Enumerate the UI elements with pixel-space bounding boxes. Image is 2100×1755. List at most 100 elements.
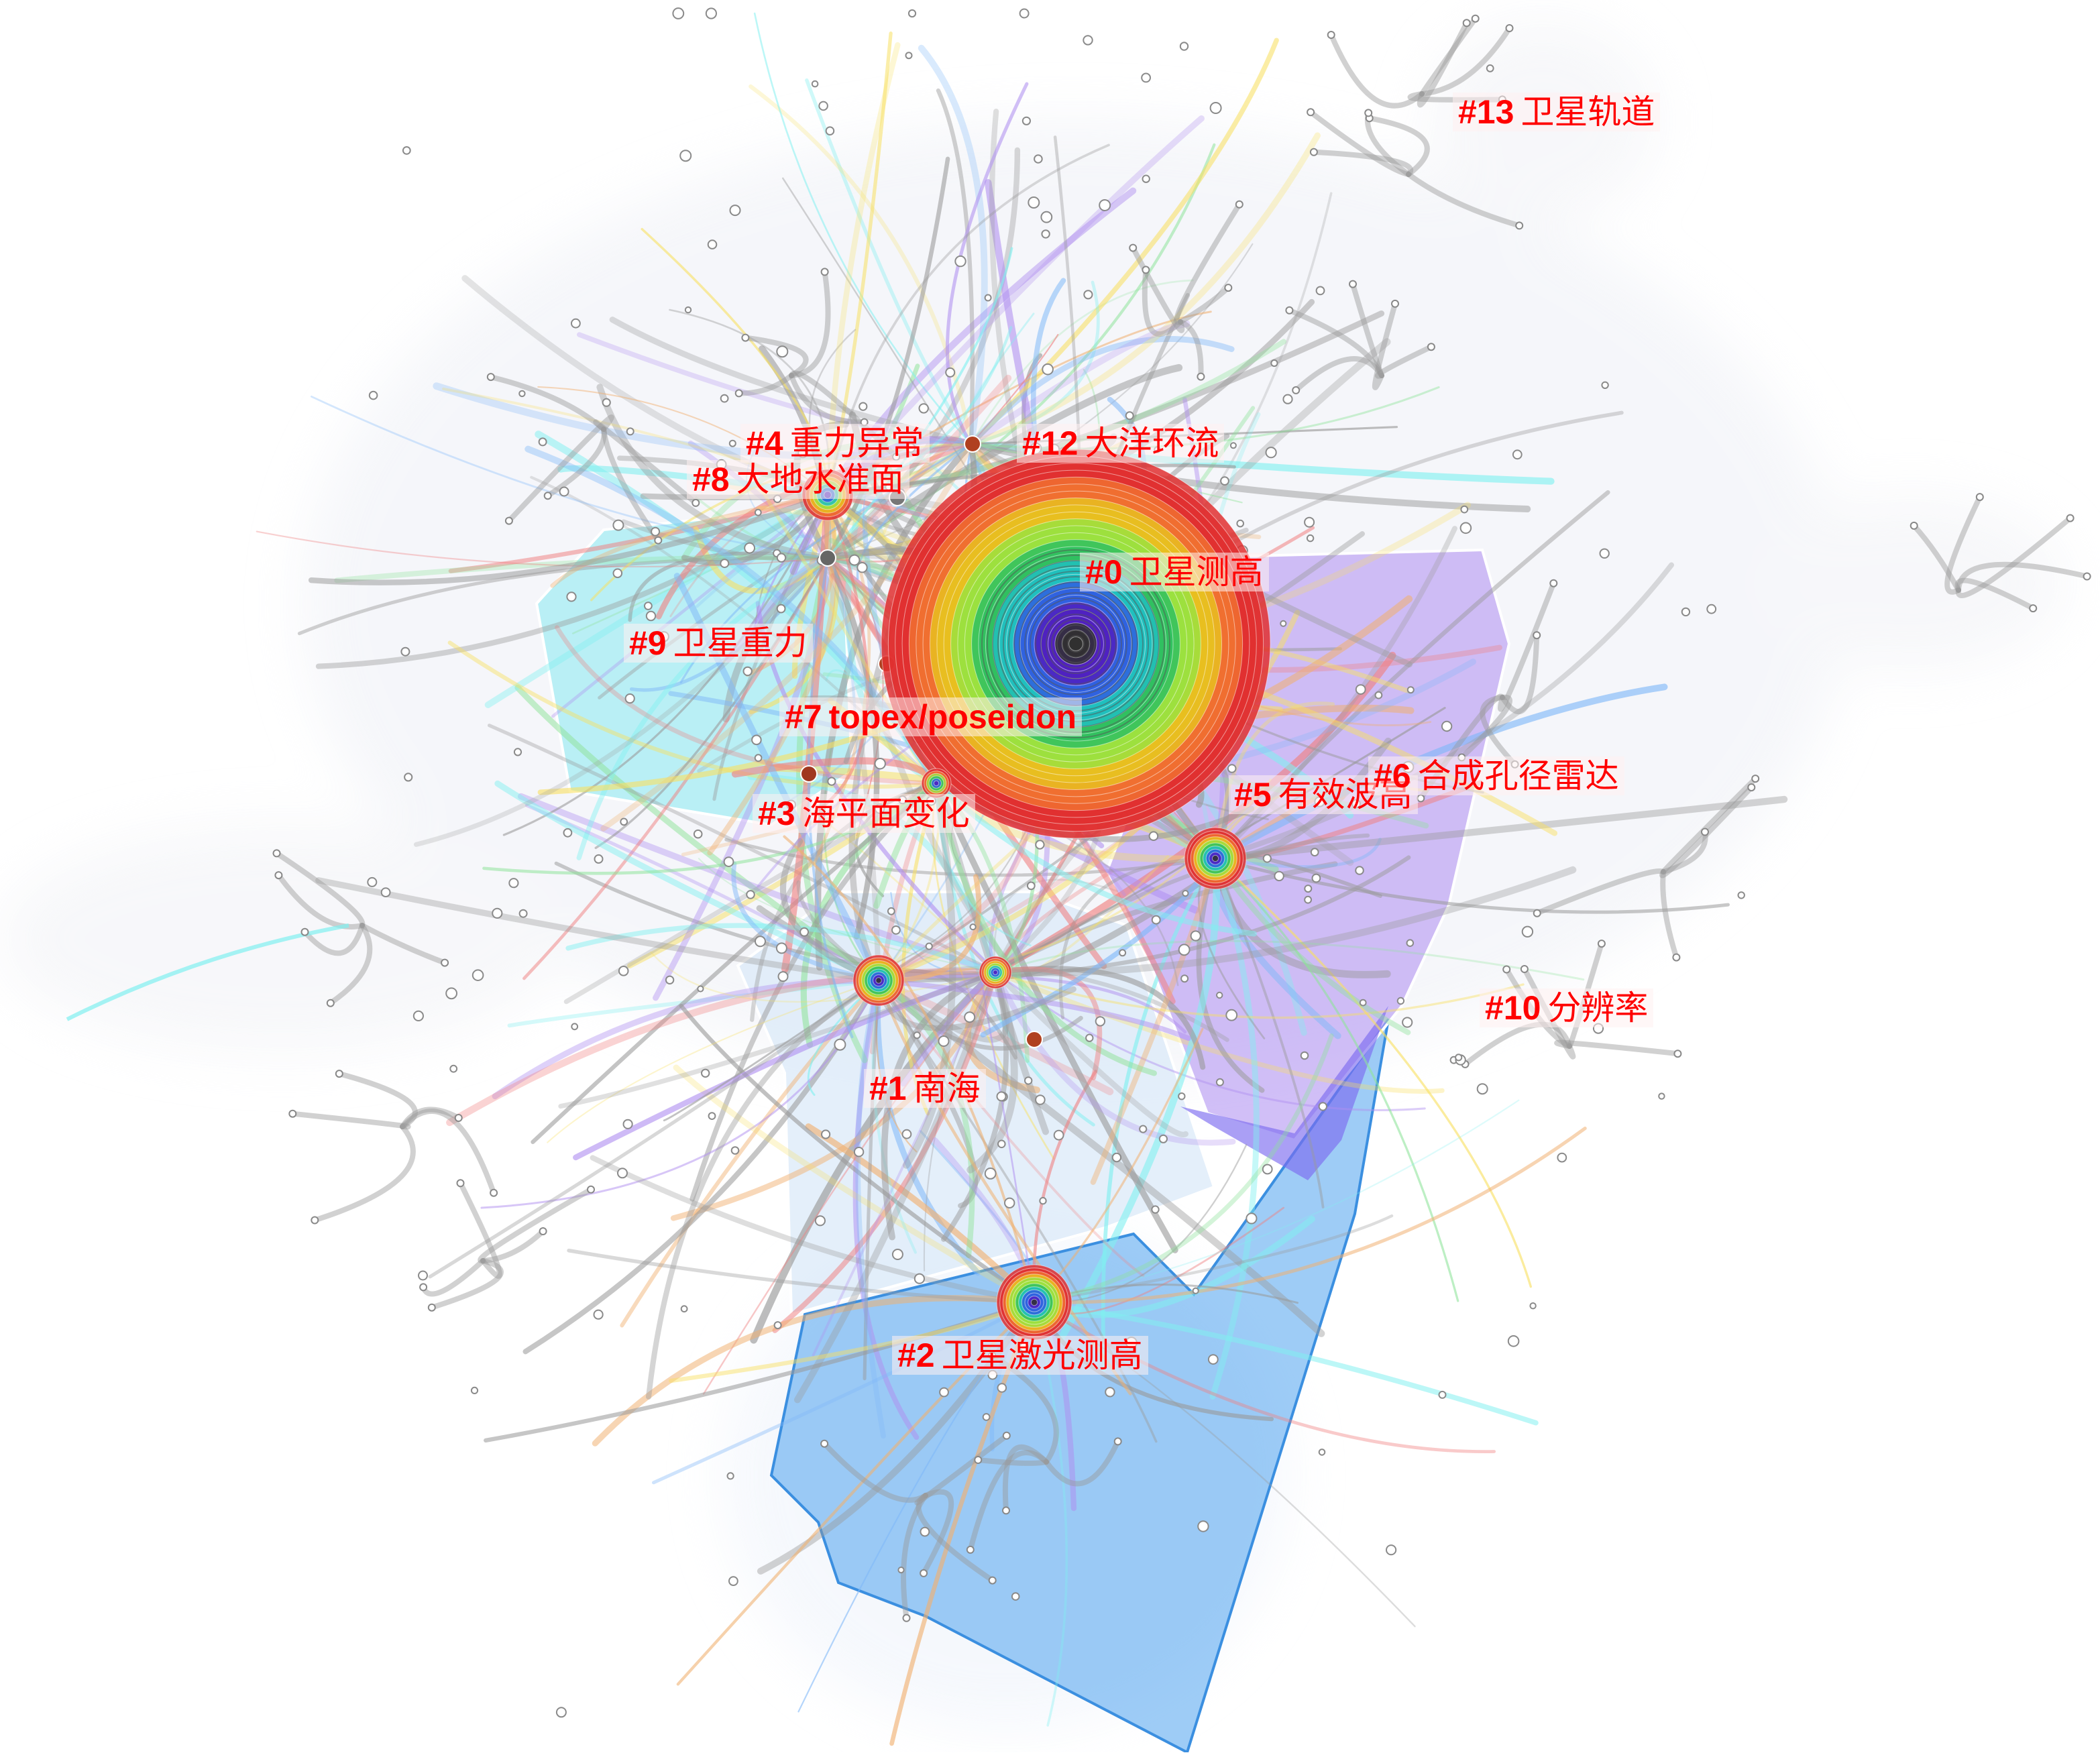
node	[920, 1526, 930, 1537]
node	[651, 526, 661, 536]
node	[539, 1227, 547, 1235]
node	[819, 549, 836, 567]
edge	[315, 877, 882, 984]
node	[1737, 891, 1745, 899]
motif-edge	[327, 923, 373, 1006]
hub-ring-cluster-2	[1030, 1298, 1038, 1306]
motif-edge	[1480, 695, 1518, 767]
node	[684, 306, 692, 314]
node	[1476, 1083, 1488, 1095]
node	[404, 773, 413, 782]
node	[1557, 1152, 1567, 1163]
motif-edge	[506, 414, 614, 524]
node	[1180, 974, 1189, 983]
node	[914, 1273, 926, 1284]
node	[939, 1387, 949, 1398]
edge	[945, 82, 1029, 446]
node	[1105, 1387, 1115, 1398]
node	[1041, 229, 1050, 239]
hub-core-ring	[1062, 630, 1090, 658]
edge	[297, 556, 830, 636]
node	[672, 7, 685, 19]
node	[1235, 200, 1244, 209]
node	[412, 1010, 425, 1022]
node	[945, 367, 956, 378]
node	[1139, 1125, 1148, 1133]
motif-edge	[1956, 561, 2090, 593]
node	[400, 646, 410, 657]
node	[486, 373, 495, 382]
node	[1192, 1287, 1199, 1294]
motif-edge	[1178, 319, 1204, 380]
node	[964, 435, 981, 453]
node	[1095, 1016, 1106, 1027]
node	[311, 1216, 319, 1225]
node	[814, 1215, 826, 1227]
node	[441, 958, 449, 967]
node	[1681, 607, 1691, 617]
edge	[447, 640, 939, 789]
node	[1438, 1390, 1447, 1399]
node	[1125, 411, 1134, 420]
edge	[663, 979, 880, 1122]
node	[1209, 102, 1222, 114]
node	[538, 437, 547, 447]
node	[490, 1188, 498, 1197]
node	[1262, 1164, 1273, 1175]
motif-edge	[1002, 1445, 1049, 1514]
motif-edge	[302, 923, 365, 956]
node	[626, 427, 634, 436]
motif-edge	[916, 1493, 995, 1583]
edge	[994, 971, 1426, 1111]
node	[728, 1576, 738, 1587]
node	[754, 754, 763, 762]
node	[1119, 949, 1127, 957]
node	[825, 126, 835, 135]
motif-edge	[1178, 285, 1231, 325]
edge	[933, 780, 1178, 1253]
motif-edge	[593, 419, 699, 506]
hub-ring-cluster-1	[875, 977, 882, 984]
node	[508, 878, 519, 889]
node	[820, 1439, 829, 1448]
hub-core-ring	[1051, 619, 1101, 669]
node	[1265, 447, 1277, 459]
node	[969, 923, 977, 931]
hub-core-ring	[1046, 614, 1106, 674]
node	[799, 927, 810, 937]
node	[492, 907, 503, 919]
node	[380, 887, 391, 897]
edge	[1032, 1127, 1587, 1304]
node	[1292, 386, 1301, 394]
node	[571, 1023, 579, 1031]
node	[777, 971, 789, 982]
node	[751, 734, 762, 746]
motif-edge	[1372, 300, 1398, 390]
node	[612, 519, 624, 531]
node	[692, 498, 700, 507]
node	[897, 1567, 905, 1574]
node	[1359, 999, 1367, 1007]
node	[1099, 199, 1111, 211]
motif-edge	[1311, 149, 1414, 177]
node	[1129, 243, 1138, 252]
node	[594, 854, 604, 864]
motif-edge	[742, 335, 809, 378]
node	[2029, 604, 2038, 613]
hub-ring-cluster-0	[1068, 636, 1083, 651]
motif-edge	[276, 872, 365, 929]
edge	[1033, 1301, 1416, 1628]
node	[1374, 691, 1383, 699]
